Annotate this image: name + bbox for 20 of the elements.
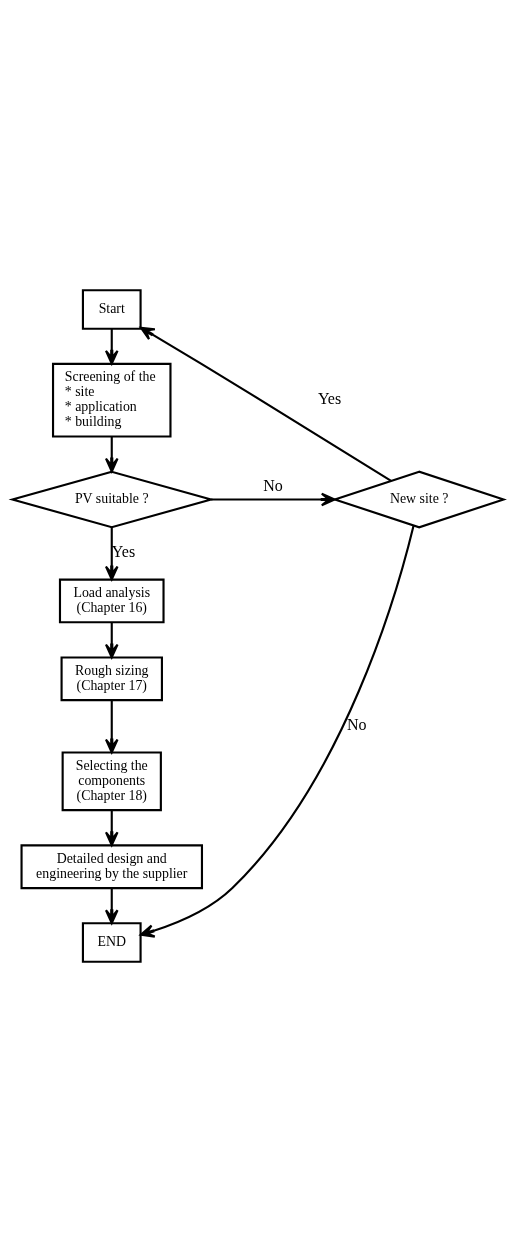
arrow [104,328,119,365]
arrow [104,621,119,658]
node-box: Selecting the components (Chapter 18) [61,750,162,811]
arrow [104,436,119,473]
arrow [139,524,415,938]
node-box: Detailed design and engineering by the supplier [20,843,204,889]
edge-label: Yes [317,389,342,407]
edge-label: No [263,476,283,494]
node-box: Start [81,288,142,330]
arrow [104,527,119,580]
node-box: END [81,921,142,963]
arrow [104,810,119,846]
edge-label: No [346,715,367,733]
node-box: Rough sizing (Chapter 17) [60,655,163,701]
node-box: Screening of the * site * application * building [51,362,172,438]
arrow [104,699,119,753]
arrow [104,887,119,924]
arrow [139,326,392,482]
node-box: Load analysis (Chapter 16) [58,578,165,623]
arrow [211,492,336,506]
